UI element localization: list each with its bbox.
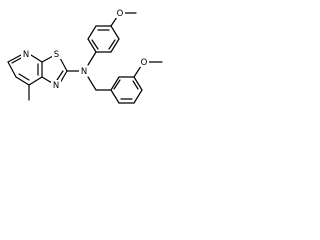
- atom-background: [21, 49, 31, 59]
- bond: [7, 54, 22, 63]
- bond: [41, 76, 53, 84]
- bond: [113, 79, 121, 90]
- bond: [133, 76, 143, 91]
- bond: [108, 39, 116, 50]
- bond: [87, 76, 97, 91]
- bond: [18, 73, 30, 81]
- atom-label-s-thiazole: S: [54, 50, 59, 60]
- atom-label-o-right: O: [141, 58, 148, 68]
- atom-background: [115, 8, 125, 18]
- methoxy-bond: [133, 65, 142, 78]
- bond: [87, 51, 97, 66]
- bond: [133, 89, 143, 104]
- atom-label-n-thiazole: N: [53, 81, 59, 91]
- methoxyphenyl-ring-upper: [87, 25, 120, 66]
- bond: [30, 54, 43, 63]
- atom-label-n-amine: N: [81, 67, 87, 77]
- bond: [110, 76, 120, 91]
- bond: [41, 55, 54, 63]
- atom-label-n-pyridine: N: [23, 50, 29, 60]
- bond: [7, 61, 17, 78]
- bond: [110, 25, 120, 40]
- atom-background: [51, 80, 61, 90]
- thiazole-ring: [41, 55, 68, 84]
- methoxy-bond: [110, 16, 118, 27]
- bond: [15, 76, 30, 86]
- methoxyphenyl-ring-lower: [110, 76, 143, 104]
- atom-background: [79, 66, 89, 76]
- bond: [59, 70, 68, 84]
- bond: [110, 38, 120, 53]
- bond: [132, 80, 139, 90]
- atom-label-o-top: O: [117, 9, 124, 19]
- pyridine-ring: [7, 54, 43, 86]
- bond: [91, 39, 99, 50]
- bond: [11, 57, 22, 64]
- atom-background: [52, 49, 61, 59]
- bond: [87, 25, 97, 40]
- bond: [59, 57, 68, 72]
- atom-background: [139, 57, 149, 67]
- bond: [110, 89, 120, 104]
- bond: [56, 70, 64, 81]
- molecule-structure: N S N N O O: [7, 8, 163, 104]
- bond: [28, 76, 43, 86]
- bond: [87, 38, 97, 53]
